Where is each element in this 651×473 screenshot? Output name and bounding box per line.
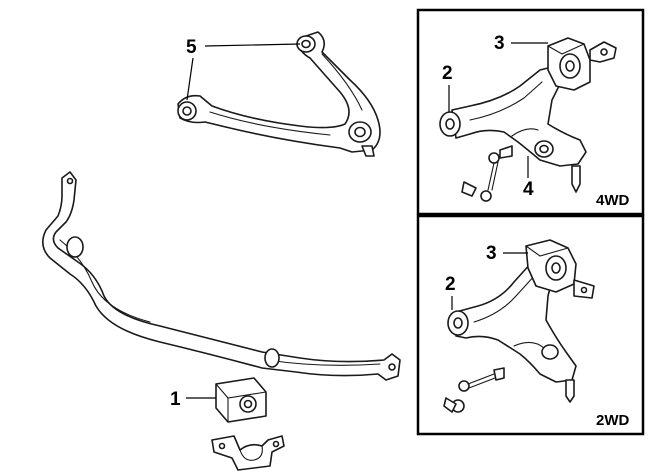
lower-arm-rear-bushing-4wd <box>547 37 617 91</box>
callout-3-2wd: 3 <box>486 243 497 264</box>
sway-bar <box>42 171 401 381</box>
panel-4wd-frame <box>416 8 645 216</box>
sway-bar-bushing-left <box>66 236 84 258</box>
callout-5-number: 5 <box>186 37 197 58</box>
panel-2wd-frame <box>416 214 645 436</box>
sway-bar-bracket <box>211 435 285 471</box>
callout-2-2wd: 2 <box>445 274 456 295</box>
upper-control-arm <box>177 31 381 157</box>
panel-4wd-label: 4WD <box>596 192 630 209</box>
stabilizer-link-4wd <box>461 145 513 202</box>
stabilizer-link-2wd <box>443 367 505 413</box>
callout-5-leader-b <box>186 57 194 101</box>
callout-1: 1 <box>170 389 216 410</box>
callout-5-leader-a <box>204 43 301 47</box>
sway-bar-bushing <box>215 377 267 423</box>
callout-3-4wd: 3 <box>494 33 505 54</box>
sway-bar-bushing-right <box>264 348 280 368</box>
callout-1-number: 1 <box>170 389 181 410</box>
panel-2wd: 3 2 2WD <box>416 214 645 436</box>
panel-2wd-label: 2WD <box>596 412 630 429</box>
callout-5: 5 <box>186 37 301 101</box>
lower-control-arm-4wd <box>439 65 587 193</box>
panel-4wd: 3 2 4 4WD <box>416 8 645 216</box>
callout-2-4wd: 2 <box>442 63 453 84</box>
lower-arm-rear-bushing-2wd <box>525 239 595 299</box>
callout-4-4wd: 4 <box>523 179 534 200</box>
